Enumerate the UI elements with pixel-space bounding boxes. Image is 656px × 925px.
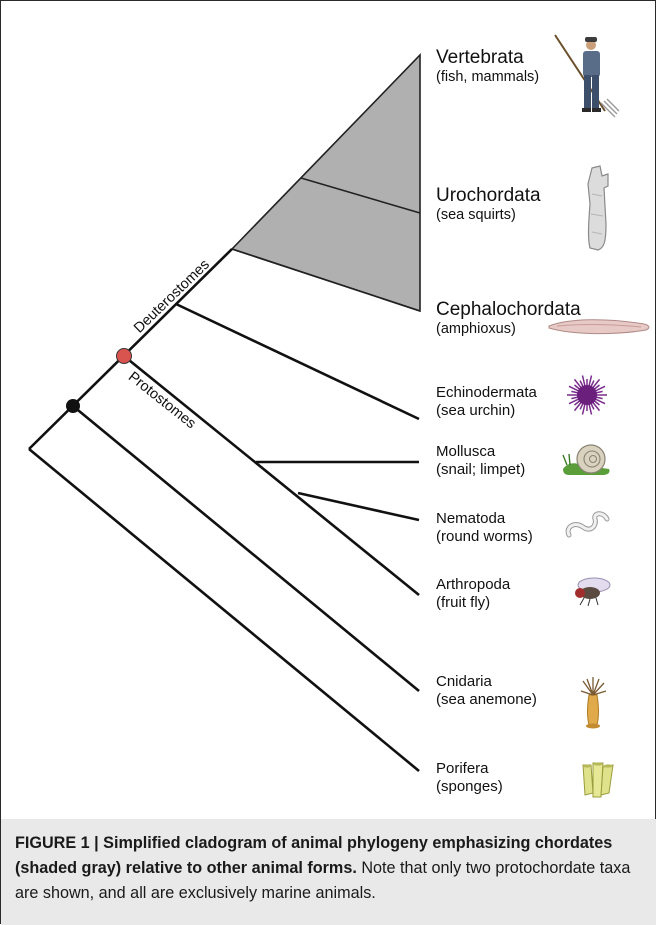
taxon-common-name: (fish, mammals) <box>436 69 539 86</box>
taxon-mollusca: Mollusca (snail; limpet) <box>436 443 525 478</box>
taxon-common-name: (sea urchin) <box>436 402 537 420</box>
taxon-name: Porifera <box>436 760 503 778</box>
taxon-cnidaria: Cnidaria (sea anemone) <box>436 673 537 708</box>
sea-squirt-icon <box>588 166 608 250</box>
taxon-common-name: (fruit fly) <box>436 594 510 612</box>
branch-porifera <box>29 449 419 771</box>
taxon-vertebrata: Vertebrata (fish, mammals) <box>436 47 539 87</box>
sea-urchin-icon <box>567 376 607 415</box>
chordate-shaded-region <box>232 55 420 311</box>
taxon-name: Arthropoda <box>436 576 510 594</box>
sponge-icon <box>583 762 613 797</box>
taxon-name: Cephalochordata <box>436 299 581 321</box>
taxon-arthropoda: Arthropoda (fruit fly) <box>436 576 510 611</box>
branch-nematoda <box>298 493 419 520</box>
farmer-with-pitchfork-icon <box>555 35 619 117</box>
taxon-name: Echinodermata <box>436 384 537 402</box>
taxon-echinodermata: Echinodermata (sea urchin) <box>436 384 537 419</box>
taxon-name: Vertebrata <box>436 47 539 69</box>
taxon-common-name: (sea squirts) <box>436 207 541 224</box>
taxon-cephalochordata: Cephalochordata (amphioxus) <box>436 299 581 339</box>
taxon-name: Cnidaria <box>436 673 537 691</box>
taxon-common-name: (snail; limpet) <box>436 461 525 479</box>
deuterostome-protostome-node <box>117 349 132 364</box>
taxon-common-name: (sea anemone) <box>436 691 537 709</box>
taxon-name: Nematoda <box>436 510 533 528</box>
taxon-name: Urochordata <box>436 185 541 207</box>
root-node <box>66 399 80 413</box>
taxon-nematoda: Nematoda (round worms) <box>436 510 533 545</box>
snail-icon <box>563 445 610 475</box>
taxon-common-name: (sponges) <box>436 778 503 796</box>
branch-protostomes <box>124 356 419 595</box>
sea-anemone-icon <box>581 677 606 729</box>
round-worm-icon <box>568 514 607 535</box>
branch-cnidaria <box>73 406 419 691</box>
taxon-common-name: (amphioxus) <box>436 321 581 338</box>
taxon-porifera: Porifera (sponges) <box>436 760 503 795</box>
taxon-common-name: (round worms) <box>436 528 533 546</box>
figure-caption: FIGURE 1 | Simplified cladogram of anima… <box>1 819 656 925</box>
taxon-name: Mollusca <box>436 443 525 461</box>
cladogram <box>1 1 656 821</box>
taxon-urochordata: Urochordata (sea squirts) <box>436 185 541 225</box>
branch-echinodermata <box>176 304 419 419</box>
fruit-fly-icon <box>575 578 610 606</box>
